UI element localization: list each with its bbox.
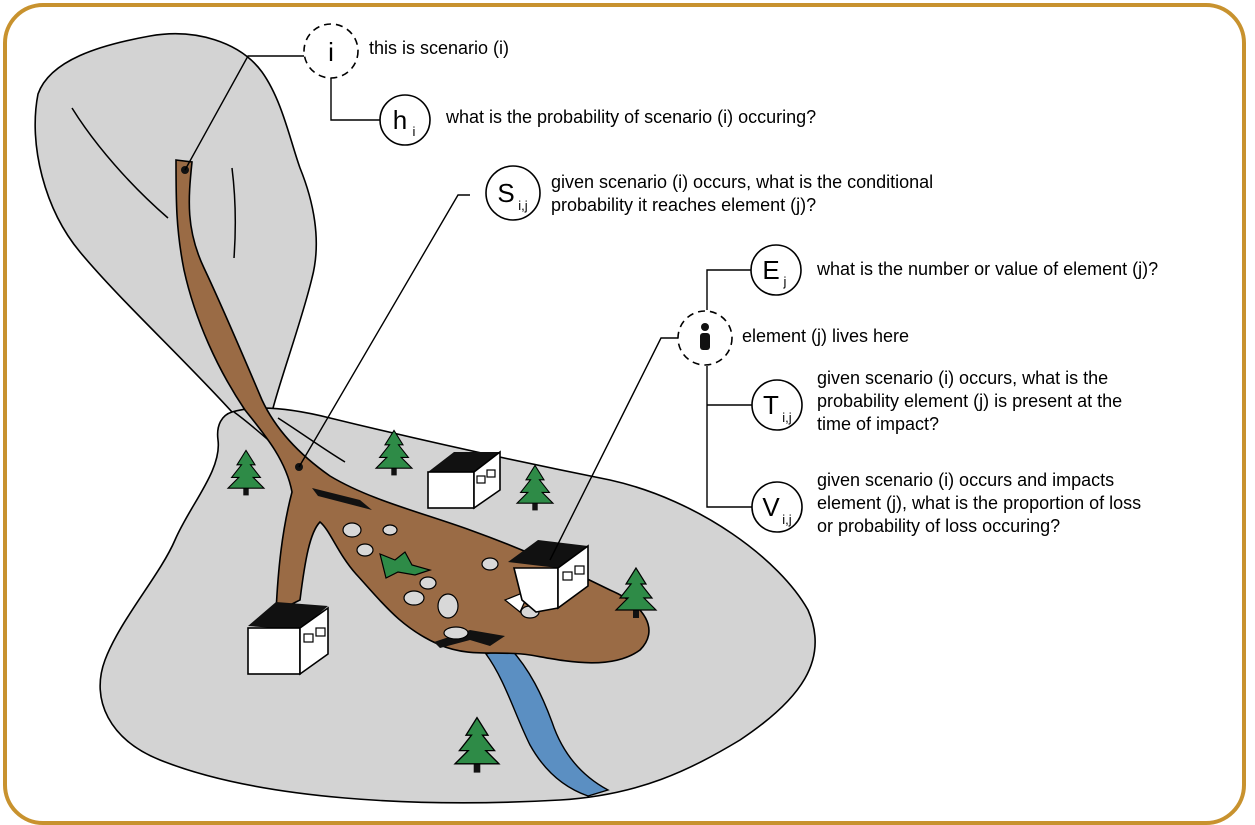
boulder: [404, 591, 424, 605]
label-line: this is scenario (i): [369, 37, 509, 60]
node-temporal-symbol: T: [763, 390, 779, 420]
person-icon: [700, 323, 710, 350]
node-scenario: i: [304, 24, 358, 78]
label-line: element (j), what is the proportion of l…: [817, 492, 1141, 515]
upper-catchment: [35, 34, 316, 412]
node-hazard: h i: [380, 95, 430, 145]
label-line: what is the probability of scenario (i) …: [446, 106, 816, 129]
boulder: [357, 544, 373, 556]
node-temporal: T i,j: [752, 380, 802, 430]
node-spatial-symbol: S: [497, 178, 514, 208]
node-vulnerability-symbol: V: [762, 492, 780, 522]
label-hazard: what is the probability of scenario (i) …: [446, 106, 816, 129]
label-temporal: given scenario (i) occurs, what is the p…: [817, 367, 1122, 436]
boulder: [420, 577, 436, 589]
label-line: given scenario (i) occurs, what is the c…: [551, 171, 933, 194]
boulder: [482, 558, 498, 570]
node-spatial: S i,j: [486, 166, 540, 220]
node-hazard-symbol: h: [393, 105, 407, 135]
label-element: element (j) lives here: [742, 325, 909, 348]
boulder: [383, 525, 397, 535]
boulder: [438, 594, 458, 618]
node-scenario-symbol: i: [328, 37, 334, 67]
node-element: [678, 311, 732, 365]
label-line: probability element (j) is present at th…: [817, 390, 1122, 413]
boulder: [444, 627, 468, 639]
label-line: what is the number or value of element (…: [817, 258, 1158, 281]
label-line: given scenario (i) occurs and impacts: [817, 469, 1141, 492]
node-element-value-symbol: E: [762, 255, 779, 285]
node-element-value-subscript: j: [783, 274, 787, 289]
boulder: [343, 523, 361, 537]
node-spatial-subscript: i,j: [518, 198, 528, 213]
label-spatial: given scenario (i) occurs, what is the c…: [551, 171, 933, 217]
label-line: probability it reaches element (j)?: [551, 194, 933, 217]
node-temporal-subscript: i,j: [782, 410, 792, 425]
node-element-value: E j: [751, 245, 801, 295]
node-vulnerability: V i,j: [752, 482, 802, 532]
label-scenario: this is scenario (i): [369, 37, 509, 60]
label-line: given scenario (i) occurs, what is the: [817, 367, 1122, 390]
node-hazard-subscript: i: [413, 124, 416, 139]
label-line: element (j) lives here: [742, 325, 909, 348]
label-element-value: what is the number or value of element (…: [817, 258, 1158, 281]
label-line: or probability of loss occuring?: [817, 515, 1141, 538]
label-vulnerability: given scenario (i) occurs and impacts el…: [817, 469, 1141, 538]
node-vulnerability-subscript: i,j: [782, 512, 792, 527]
label-line: time of impact?: [817, 413, 1122, 436]
